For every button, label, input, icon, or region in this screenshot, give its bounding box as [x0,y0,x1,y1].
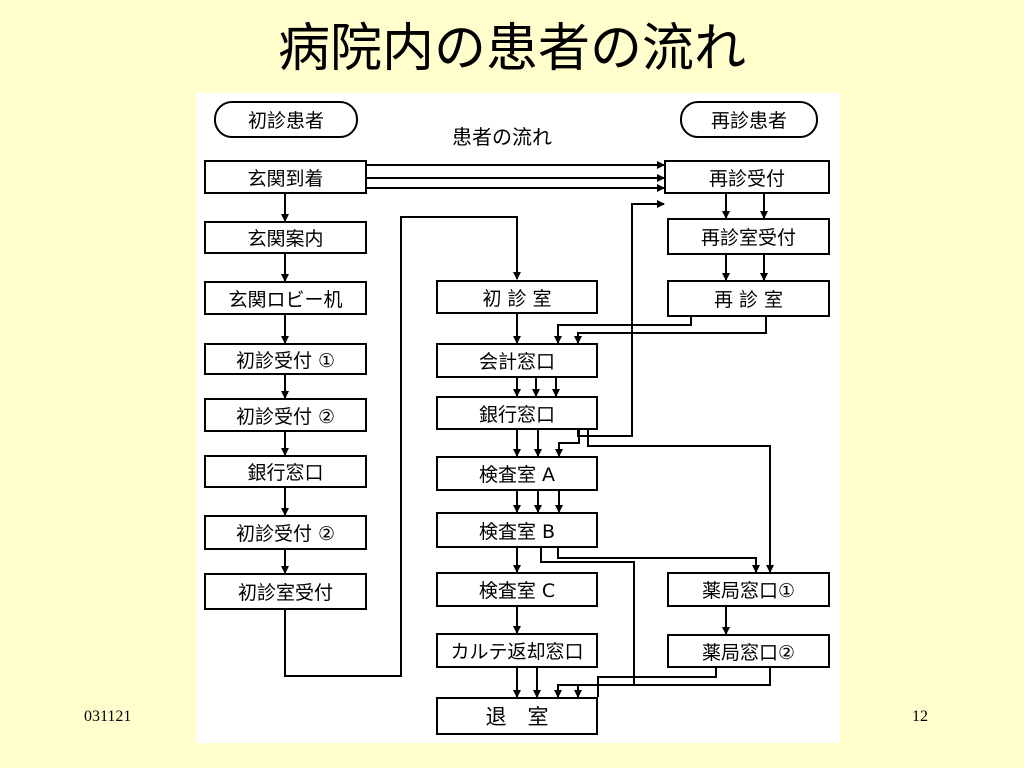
first-visit-patient-label: 初診患者 [214,101,358,138]
flow-connectors [281,161,774,698]
page-number: 12 [912,708,928,725]
node-chart-return-window: カルテ返却窓口 [436,633,598,668]
node-first-reception-2: 初診受付 ② [204,398,367,432]
slide-title: 病院内の患者の流れ [277,19,746,79]
node-exam-room-a: 検査室 A [436,456,598,491]
node-cashier-window: 会計窓口 [436,343,598,378]
node-pharmacy-window-1: 薬局窓口① [667,572,830,607]
node-exam-room-b: 検査室 B [436,512,598,548]
node-first-reception-1: 初診受付 ① [204,343,367,375]
node-entrance-guide: 玄関案内 [204,221,367,254]
node-exam-room-c: 検査室 C [436,572,598,607]
node-bank-window-center: 銀行窓口 [436,396,598,430]
node-revisit-reception: 再診受付 [664,160,830,194]
node-exit: 退 室 [436,697,598,735]
node-first-reception-2b: 初診受付 ② [204,515,367,550]
node-entrance-lobby-desk: 玄関ロビー机 [204,281,367,315]
patient-flow-diagram: 初診患者 再診患者 患者の流れ 玄関到着 玄関案内 玄関ロビー机 初診受付 ① … [196,93,840,743]
node-first-exam-room-reception: 初診室受付 [204,573,367,610]
node-pharmacy-window-2: 薬局窓口② [667,634,830,668]
node-bank-window-left: 銀行窓口 [204,455,367,488]
footer-date-code: 031121 [84,708,132,725]
node-revisit-room: 再 診 室 [667,280,830,317]
node-entrance-arrival: 玄関到着 [204,160,367,194]
flow-label: 患者の流れ [452,125,552,149]
revisit-patient-label: 再診患者 [680,101,818,138]
node-revisit-room-reception: 再診室受付 [667,218,830,255]
node-first-exam-room: 初 診 室 [436,280,598,314]
